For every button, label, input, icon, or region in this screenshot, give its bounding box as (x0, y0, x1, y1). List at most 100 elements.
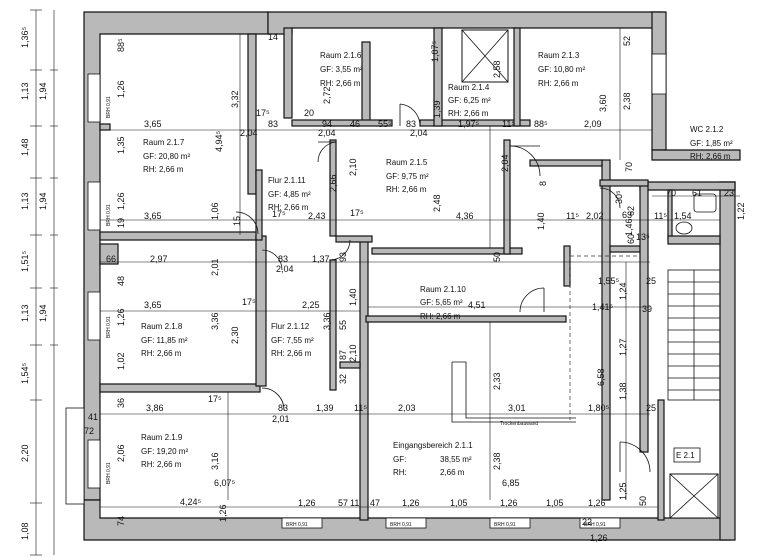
dim-label: 11⁵ (566, 211, 579, 221)
room-name: Raum 2.1.8 (141, 322, 183, 331)
dim-label: 2,10 (348, 158, 358, 176)
room-area: GF: 4,85 m² (268, 190, 311, 199)
room-label-2-1-6: Raum 2.1.6 GF: 3,55 m² RH: 2,66 m (320, 51, 363, 88)
room-label-flur-2-1-11: Flur 2.1.11 GF: 4,85 m² RH: 2,66 m (268, 176, 311, 212)
dim-label: 1,39 (316, 403, 334, 413)
dim-label: 3,16 (210, 452, 220, 470)
dim-label: 2,43 (308, 211, 326, 221)
dim-label: 83 (278, 403, 288, 413)
windows-left (65, 53, 667, 505)
room-dimension-lines (100, 28, 740, 508)
dim-label: 50 (492, 252, 502, 262)
room-labels: Raum 2.1.6 GF: 3,55 m² RH: 2,66 m Raum 2… (141, 51, 733, 477)
dim-label: 1,02 (116, 352, 126, 370)
dim-label: 83 (278, 254, 288, 264)
room-height: RH: 2,66 m (268, 203, 309, 212)
brh-label: BRH 0,91 (106, 96, 112, 118)
dim-label: 55 (338, 320, 348, 330)
left-dim-11: 1,08 (20, 522, 30, 540)
dim-label: 61 (692, 188, 702, 198)
dim-label: 2,25 (302, 300, 320, 310)
dim-label: 3,01 (508, 403, 526, 413)
dim-label: 20 (304, 108, 314, 118)
room-label-2-1-10: Raum 2.1.10 GF: 5,65 m² RH: 2,66 m (420, 285, 466, 321)
dim-label: 3,32 (230, 90, 240, 108)
dim-label: 4,36 (456, 211, 474, 221)
room-height: RH: 2,66 m (420, 312, 461, 321)
room-area: GF: 1,85 m² (690, 139, 733, 148)
dim-label: 1,27 (618, 338, 628, 356)
dim-label: 1,26 (218, 504, 228, 522)
dim-label: 8 (538, 181, 548, 186)
dim-label: 3,65 (144, 119, 162, 129)
dim-label: 2,48 (432, 194, 442, 212)
dim-label: 50 (638, 496, 648, 506)
dim-label: 39 (642, 304, 652, 314)
dim-label: 60 (626, 234, 636, 244)
dim-label: 1,26 (116, 308, 126, 326)
dim-label: 1,25 (618, 482, 628, 500)
dim-label: 2,38 (622, 92, 632, 110)
room-name: Raum 2.1.7 (143, 138, 185, 147)
room-label-eingangsbereich-2-1-1: Eingangsbereich 2.1.1 GF: 38,55 m² RH: 2… (393, 441, 473, 477)
dim-label: 1,97⁵ (458, 119, 480, 129)
room-label-2-1-5: Raum 2.1.5 GF: 9,75 m² RH: 2,66 m (386, 158, 429, 194)
dim-label: 22 (582, 517, 592, 527)
windows-bottom (281, 517, 621, 529)
left-dim-7: 1,13 (20, 304, 30, 322)
left-dimension-chain (30, 9, 58, 556)
dim-label: 11⁵ (502, 119, 515, 129)
dim-label: 52 (622, 36, 632, 46)
left-dim-6: 1,51⁵ (20, 250, 30, 272)
room-label-2-1-7: Raum 2.1.7 GF: 20,80 m² RH: 2,66 m (143, 138, 190, 174)
brh-label: BRH 0,91 (390, 522, 412, 528)
dim-label: 32 (338, 374, 348, 384)
dim-label: 1,24 (618, 282, 628, 300)
dim-label: 4,94⁵ (214, 130, 224, 152)
dim-label: 1,35 (116, 136, 126, 154)
room-height: RH: 2,66 m (141, 460, 182, 469)
room-area: GF: 11,85 m² (141, 336, 188, 345)
misc-labels: Trockenbauwand E 2.1 BRH 0,91 BRH 0,91 B… (106, 96, 701, 528)
dim-label: 36 (116, 398, 126, 408)
dim-label: 3,36 (210, 312, 220, 330)
dim-label: 2,97 (150, 254, 168, 264)
dim-label: 93 (338, 252, 348, 262)
room-name: Raum 2.1.6 (320, 51, 362, 60)
dim-label: 1,55⁵ (598, 276, 620, 286)
brh-label: BRH 0,91 (584, 522, 606, 528)
room-name: WC 2.1.2 (690, 125, 724, 134)
dim-label: 1,40 (348, 288, 358, 306)
room-label-2-1-9: Raum 2.1.9 GF: 19,20 m² RH: 2,66 m (141, 433, 188, 469)
dim-label: 41 (88, 412, 98, 422)
dim-label: 19 (116, 218, 126, 228)
dim-label: 2,30 (230, 326, 240, 344)
dim-label: 17⁵ (272, 209, 286, 219)
dim-label: 3,86 (146, 403, 164, 413)
staircase (667, 269, 721, 401)
dim-label: 48 (116, 276, 126, 286)
dim-label: 1,05 (450, 498, 468, 508)
room-area: GF: 5,65 m² (420, 298, 463, 307)
dim-label: 74 (116, 516, 126, 526)
dim-label: 30⁵ (614, 190, 624, 204)
dim-label: 2,58 (492, 60, 502, 78)
dim-label: 23 (724, 188, 734, 198)
left-dim-9: 1,54⁵ (20, 362, 30, 384)
dim-label: 70 (624, 162, 634, 172)
dim-label: 63 (622, 210, 632, 220)
dim-label: 1,05 (546, 498, 564, 508)
dim-label: 1,06 (210, 202, 220, 220)
room-area: GF: 7,55 m² (271, 336, 314, 345)
room-name: Flur 2.1.11 (268, 176, 306, 185)
dim-label: 14 (268, 32, 278, 42)
dim-label: 87 (338, 350, 348, 360)
trockenbauwand-partition (451, 255, 640, 423)
dim-label: 3,36 (322, 312, 332, 330)
room-label-2-1-8: Raum 2.1.8 GF: 11,85 m² RH: 2,66 m (141, 322, 188, 358)
left-dimension-labels: 1,36⁵ 1,13 1,94 1,48 1,13 1,94 1,51⁵ 1,1… (20, 26, 48, 540)
dim-label: 1,26 (298, 498, 316, 508)
dim-label: 2,04 (500, 154, 510, 172)
left-dim-10: 2,20 (20, 444, 30, 462)
